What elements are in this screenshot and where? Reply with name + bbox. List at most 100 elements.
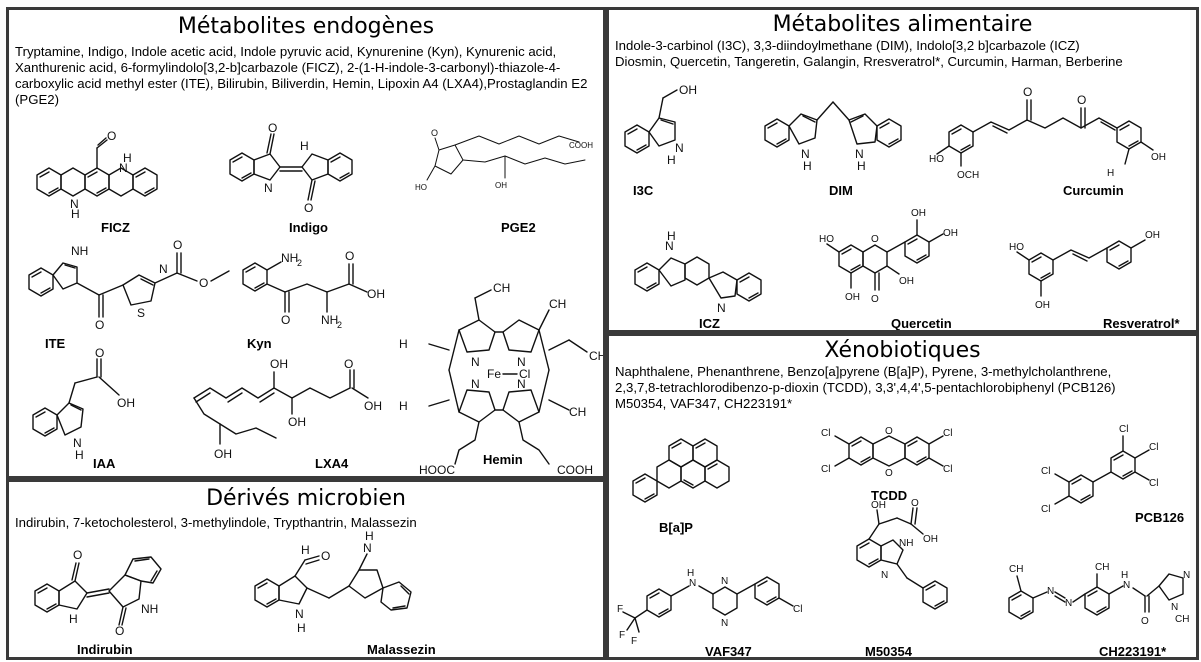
molecule-label: IAA — [93, 456, 116, 471]
molecule-label: LXA4 — [315, 456, 349, 471]
atom-label: OH — [871, 500, 886, 511]
atom-label: NH — [141, 602, 158, 616]
atom-label: Cl — [821, 464, 830, 475]
atom-label: Cl — [1041, 466, 1050, 477]
atom-label: H — [803, 159, 812, 173]
atom-label: NH — [899, 538, 913, 549]
atom-label: H — [301, 543, 310, 557]
atom-label: HO — [819, 234, 834, 245]
atom-label: N — [1047, 586, 1054, 597]
atom-label: N — [855, 147, 864, 161]
atom-label: O — [885, 468, 893, 479]
atom-label: N — [881, 570, 888, 581]
atom-label: O — [1077, 93, 1086, 107]
molecule-m50354: NH N OH O OH — [856, 498, 948, 610]
molecule-label: DIM — [829, 183, 853, 198]
atom-label: N — [717, 301, 726, 315]
atom-label: Cl — [943, 428, 952, 439]
panel-description-line: 2,3,7,8-tetrachlorodibenzo-p-dioxin (TCD… — [615, 380, 1116, 395]
atom-label: N — [73, 436, 82, 450]
atom-label: OH — [270, 357, 288, 371]
molecule-label: ITE — [45, 336, 66, 351]
atom-label: H — [1121, 570, 1128, 581]
atom-label: N — [721, 576, 728, 587]
panel-description-line: Naphthalene, Phenanthrene, Benzo[a]pyren… — [615, 364, 1112, 379]
atom-label: Fe — [487, 367, 501, 381]
atom-label: N — [1065, 598, 1072, 609]
atom-label: O — [281, 313, 290, 327]
panel-microbial: Dérivés microbien Indirubin, 7-ketochole… — [6, 479, 606, 660]
panel-title: Xénobiotiques — [824, 338, 981, 363]
atom-label: Cl — [943, 464, 952, 475]
molecule-hemin: N N N N Fe Cl CH CH CH H H CH HOOC COOH — [399, 281, 606, 477]
atom-label: COOH — [569, 141, 593, 150]
atom-label: N — [517, 355, 526, 369]
atom-label: CH — [569, 405, 586, 419]
molecule-label: CH223191* — [1099, 644, 1167, 659]
panel-description-line: M50354, VAF347, CH223191* — [615, 396, 793, 411]
atom-label: NH — [321, 313, 338, 327]
atom-label: N — [471, 377, 480, 391]
panel-title: Métabolites endogènes — [177, 14, 435, 39]
molecule-malassezin: O H N H N H — [254, 529, 412, 635]
atom-label: CH — [493, 281, 510, 295]
atom-label: OH — [1035, 300, 1050, 311]
atom-label: Cl — [1041, 504, 1050, 515]
atom-label: H — [300, 139, 309, 153]
atom-label: H — [857, 159, 866, 173]
atom-label: H — [687, 568, 694, 579]
molecule-label: Indirubin — [77, 642, 133, 657]
molecule-iaa: O OH N H — [32, 346, 135, 462]
atom-label: O — [431, 128, 438, 138]
atom-label: N — [1123, 580, 1130, 591]
atom-label: H — [69, 612, 78, 626]
atom-label: O — [321, 549, 330, 563]
atom-label: H — [297, 621, 306, 635]
atom-label: N — [363, 541, 372, 555]
atom-label: OH — [1151, 152, 1166, 163]
molecule-label: Hemin — [483, 452, 523, 467]
molecule-quercetin: O O OH HO OH OH OH — [819, 208, 958, 305]
atom-label: OH — [367, 287, 385, 301]
atom-label: F — [619, 630, 625, 641]
atom-label: N — [264, 181, 273, 195]
atom-label: N — [119, 161, 128, 175]
atom-label: O — [344, 357, 353, 371]
atom-label: O — [173, 238, 182, 252]
atom-label: H — [667, 229, 676, 243]
atom-label: HOOC — [419, 463, 455, 477]
molecule-bap — [632, 438, 730, 503]
atom-label: OH — [911, 208, 926, 219]
atom-label: H — [399, 337, 408, 351]
atom-label: CH — [1175, 614, 1189, 625]
atom-label: Cl — [793, 604, 802, 615]
atom-label: N — [1183, 570, 1190, 581]
molecule-label: PGE2 — [501, 220, 536, 235]
atom-label: H — [667, 153, 676, 167]
atom-label: OCH — [957, 170, 979, 181]
atom-label: OH — [117, 396, 135, 410]
atom-label: HO — [929, 154, 944, 165]
atom-label: Cl — [519, 367, 530, 381]
molecule-dim: N H N H — [764, 101, 902, 173]
atom-label: CH — [549, 297, 566, 311]
atom-label: H — [75, 448, 84, 462]
molecule-label: Quercetin — [891, 316, 952, 331]
molecule-icz: N H N — [634, 229, 762, 315]
atom-label: CH — [589, 349, 606, 363]
atom-label: OH — [679, 83, 697, 97]
molecule-kyn: NH 2 O O OH NH 2 — [242, 249, 385, 330]
molecule-label: I3C — [633, 183, 654, 198]
atom-label: N — [471, 355, 480, 369]
atom-label: O — [115, 624, 124, 638]
molecule-indigo: O O H N — [229, 121, 353, 215]
atom-label: O — [95, 346, 104, 360]
molecule-label: Curcumin — [1063, 183, 1124, 198]
atom-label: O — [1141, 616, 1149, 627]
molecule-pge2: O COOH OH HO — [415, 128, 593, 192]
molecule-i3c: OH N H — [624, 83, 697, 167]
atom-label: S — [137, 306, 145, 320]
atom-label: 2 — [297, 258, 302, 268]
molecule-label: B[a]P — [659, 520, 693, 535]
atom-label: N — [801, 147, 810, 161]
